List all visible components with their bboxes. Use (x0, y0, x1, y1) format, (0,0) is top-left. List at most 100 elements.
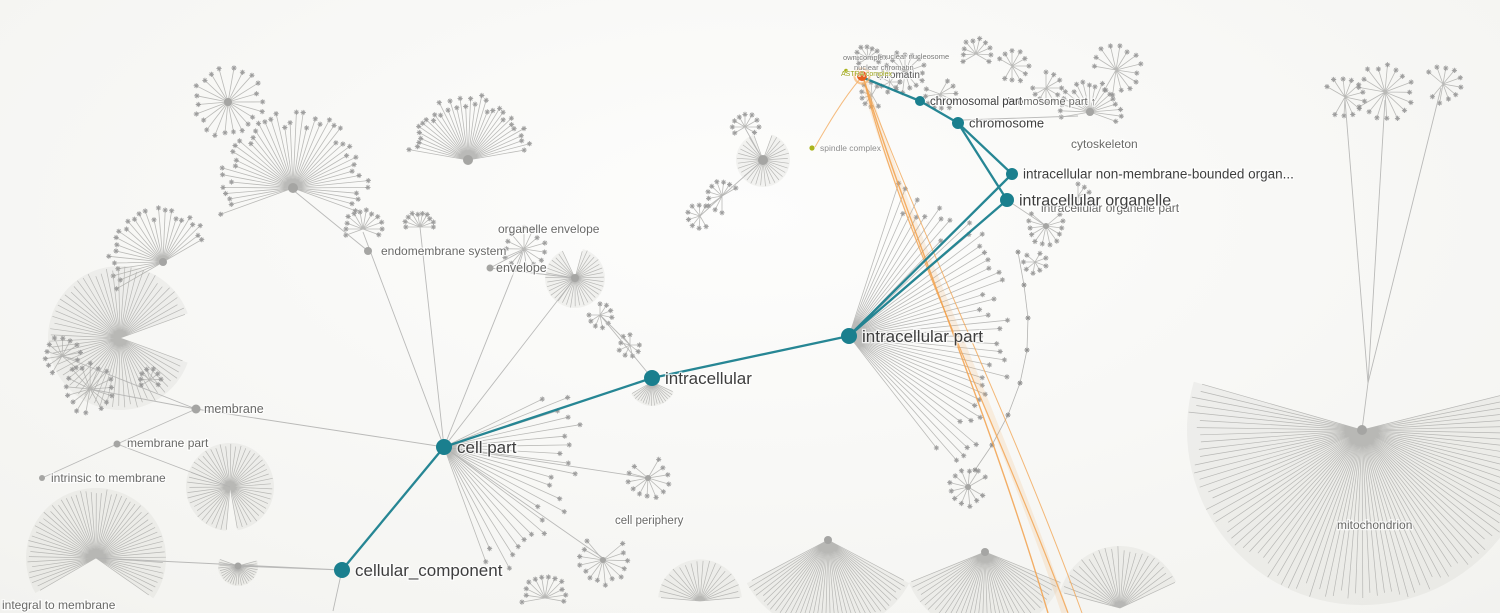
leaf-cluster (48, 266, 188, 410)
graph-node-cellular-component[interactable] (334, 562, 350, 578)
graph-node-highlighted-complex[interactable] (843, 68, 849, 74)
cluster-rays (408, 95, 530, 161)
node-label-cellular-component[interactable]: cellular_component (354, 560, 504, 582)
term-label[interactable]: integral to membrane (1, 597, 117, 613)
cluster-rays (999, 50, 1029, 81)
cluster-rays (1066, 184, 1090, 209)
cluster-rays (687, 205, 707, 229)
graph-node-minor[interactable] (234, 562, 242, 570)
graph-node-intracellular-part[interactable] (841, 328, 857, 344)
node-label-intracellular[interactable]: intracellular (664, 368, 754, 390)
graph-node-minor[interactable] (965, 484, 971, 490)
leaf-cluster (193, 65, 266, 138)
node-label-chromosomal-part[interactable]: chromosomal part (929, 95, 1024, 110)
cluster-rays (1063, 546, 1176, 609)
graph-node-minor[interactable] (824, 536, 832, 544)
cluster-rays (48, 266, 186, 408)
graph-node-minor[interactable] (288, 183, 298, 193)
cluster-leaf-asterisks (218, 109, 371, 217)
node-label-intracellular-organelle[interactable]: intracellular organelle (1018, 191, 1173, 211)
cluster-rays (628, 459, 669, 498)
term-label[interactable]: endomembrane system (380, 243, 508, 260)
graph-node-minor[interactable] (645, 475, 651, 481)
leaf-cluster (960, 35, 994, 65)
graph-node-nucleosome[interactable] (857, 71, 867, 81)
graph-node-minor[interactable] (981, 548, 989, 556)
leaf-cluster (42, 335, 83, 376)
cluster-rays (1188, 383, 1500, 599)
cluster-leaf-asterisks (1356, 62, 1414, 121)
leaf-cluster (106, 205, 205, 292)
term-label[interactable]: chromatin (875, 69, 921, 83)
term-label[interactable]: own-complex (842, 52, 888, 62)
leaf-cluster (443, 394, 583, 571)
term-label[interactable]: nuclear chromatin (853, 62, 914, 72)
graph-node-minor[interactable] (1357, 425, 1367, 435)
graph-node-intracellular-non-membrane-bounded-organelle[interactable] (1006, 168, 1018, 180)
term-label[interactable]: organelle envelope (497, 221, 601, 238)
graph-node-chromosomal-part[interactable] (915, 96, 925, 106)
cluster-rays (1428, 66, 1461, 104)
leaf-cluster (519, 574, 569, 605)
cluster-rays (579, 540, 628, 586)
leaf-cluster (402, 210, 437, 230)
leaf-cluster (138, 366, 164, 388)
term-label[interactable]: nuclear nucleosome (881, 51, 949, 61)
cluster-leaf-asterisks (343, 207, 385, 238)
graph-node-minor[interactable] (224, 98, 232, 106)
orange-curve (863, 79, 1069, 613)
graph-node-minor[interactable] (1043, 223, 1049, 229)
term-label[interactable]: membrane part (126, 435, 211, 452)
leaf-chain (972, 249, 1031, 473)
graph-node-intracellular[interactable] (644, 370, 660, 386)
node-label-intracellular-non-membrane-bounded-organelle[interactable]: intracellular non-membrane-bounded organ… (1022, 165, 1295, 183)
leaf-cluster (1426, 64, 1464, 106)
term-label[interactable]: spindle complex (819, 142, 882, 153)
leaf-cluster (1060, 545, 1177, 609)
node-label-chromosome[interactable]: chromosome (968, 114, 1046, 132)
cluster-rays (1358, 64, 1412, 119)
graph-node-minor[interactable] (571, 274, 579, 282)
graph-node-chromosome[interactable] (952, 117, 964, 129)
graph-node-intracellular-organelle[interactable] (1000, 193, 1014, 207)
term-label[interactable]: cytoskeleton (1070, 136, 1139, 153)
term-label[interactable]: cell periphery (614, 514, 685, 529)
graph-node-minor[interactable] (902, 69, 908, 75)
graph-node-minor[interactable] (486, 264, 494, 272)
cluster-leaf-asterisks (577, 538, 631, 588)
term-label[interactable]: membrane (203, 401, 265, 418)
leaf-cluster (658, 559, 742, 602)
graph-node-minor[interactable] (113, 440, 121, 448)
graph-node-minor[interactable] (1086, 108, 1094, 116)
term-label[interactable]: intracellular organelle part (1040, 200, 1181, 217)
leaf-cluster (1030, 69, 1065, 105)
term-label[interactable]: mitochondrion (1336, 517, 1414, 534)
cluster-rays (707, 181, 737, 213)
cluster-rays (140, 368, 162, 386)
cluster-leaf-asterisks (519, 574, 569, 605)
term-label[interactable]: ASTRA complex (840, 70, 893, 78)
graph-node-minor[interactable] (600, 557, 606, 563)
cluster-rays (196, 67, 263, 136)
graph-node-minor[interactable] (364, 247, 372, 255)
leaf-cluster (1057, 79, 1124, 124)
term-label[interactable]: envelope (495, 260, 548, 277)
node-label-intracellular-part[interactable]: intracellular part (861, 326, 985, 348)
cluster-rays (856, 46, 880, 64)
graph-node-cell-part[interactable] (436, 439, 452, 455)
cluster-rays (108, 207, 202, 290)
node-label-cell-part[interactable]: cell part (456, 437, 518, 459)
graph-node-minor[interactable] (463, 155, 473, 165)
term-label[interactable]: chromosome part ↑ (1001, 95, 1098, 110)
cluster-leaf-asterisks (402, 210, 437, 230)
term-label[interactable]: intrinsic to membrane (50, 470, 168, 487)
cluster-leaf-asterisks (42, 335, 83, 376)
graph-node-minor[interactable] (39, 475, 45, 481)
orange-curve (863, 79, 1083, 613)
graph-node-highlighted-complex[interactable] (809, 145, 815, 151)
graph-node-minor[interactable] (191, 404, 201, 414)
graph-node-minor[interactable] (758, 155, 768, 165)
graph-node-minor[interactable] (159, 258, 167, 266)
